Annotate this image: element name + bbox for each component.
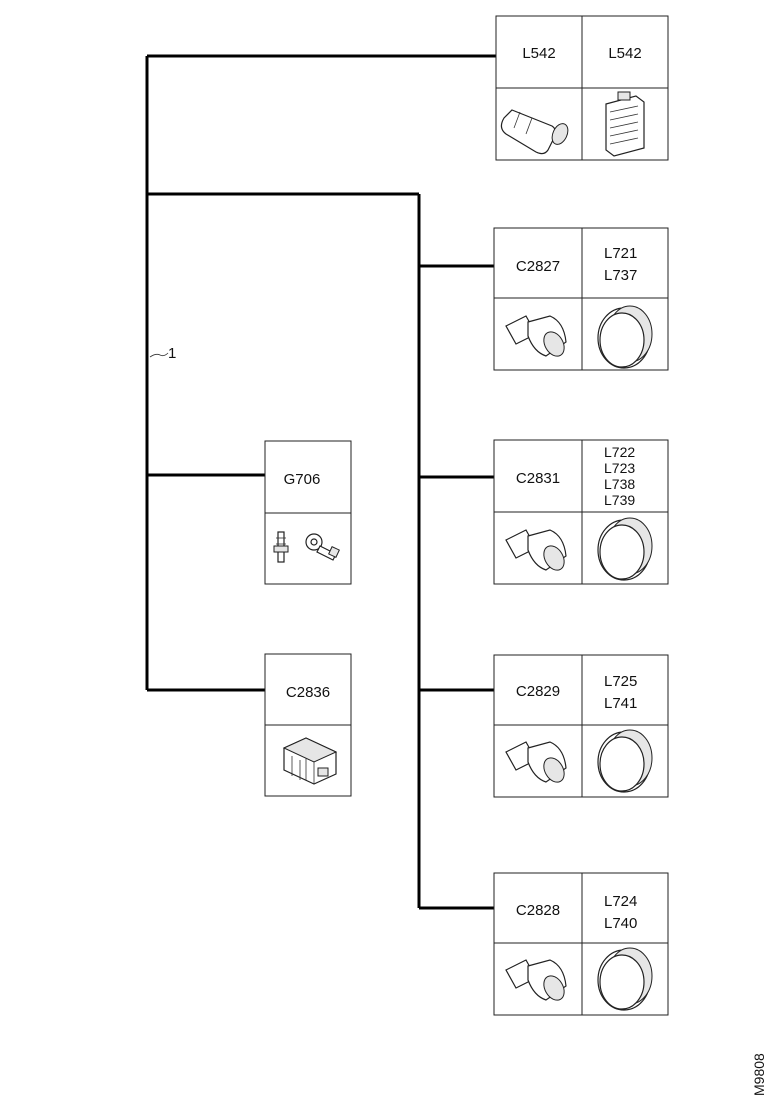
connector-box-g706: G706 [264,440,352,585]
c2829-line-2: L741 [604,695,637,712]
c2829-line-1: L725 [604,673,637,690]
connector-plug-icon [505,315,567,357]
g706-label: G706 [284,471,321,488]
lamp-lens-icon [597,947,653,1011]
l542-right-label: L542 [608,45,641,62]
lamp-lens-icon [597,517,653,581]
lamp-lens-icon [597,729,653,793]
connector-box-c2829: C2829 L725 L741 [493,654,669,798]
c2828-line-2: L740 [604,915,637,932]
c2828-label: C2828 [516,902,560,919]
ground-stud-icon [273,531,289,563]
c2827-line-1: L721 [604,245,637,262]
figure-number: M9808 [751,1053,767,1096]
connector-box-l542: L542 L542 [495,15,669,161]
bulb-socket-icon [500,109,569,155]
c2827-line-2: L737 [604,267,637,284]
multi-pin-connector-icon [282,737,338,785]
connector-plug-icon [505,529,567,571]
lamp-lens-icon [597,305,653,369]
connector-plug-icon [505,959,567,1001]
c2827-label: C2827 [516,258,560,275]
c2828-line-1: L724 [604,893,637,910]
connector-box-c2827: C2827 L721 L737 [493,227,669,371]
connector-box-c2836: C2836 [264,653,352,797]
connector-plug-icon [505,741,567,783]
c2831-line-3: L738 [604,476,635,492]
connector-box-c2828: C2828 L724 L740 [493,872,669,1016]
c2831-line-1: L722 [604,444,635,460]
l542-left-label: L542 [522,45,555,62]
connector-box-c2831: C2831 L722 L723 L738 L739 [493,439,669,585]
c2831-label: C2831 [516,470,560,487]
c2829-label: C2829 [516,683,560,700]
harness-callout: 1 [149,345,176,362]
harness-label: 1 [168,345,176,362]
lamp-housing-icon [605,91,645,157]
c2836-label: C2836 [286,684,330,701]
ring-terminal-icon [305,533,340,561]
c2831-line-4: L739 [604,492,635,508]
harness-wires [145,54,496,910]
c2831-line-2: L723 [604,460,635,476]
